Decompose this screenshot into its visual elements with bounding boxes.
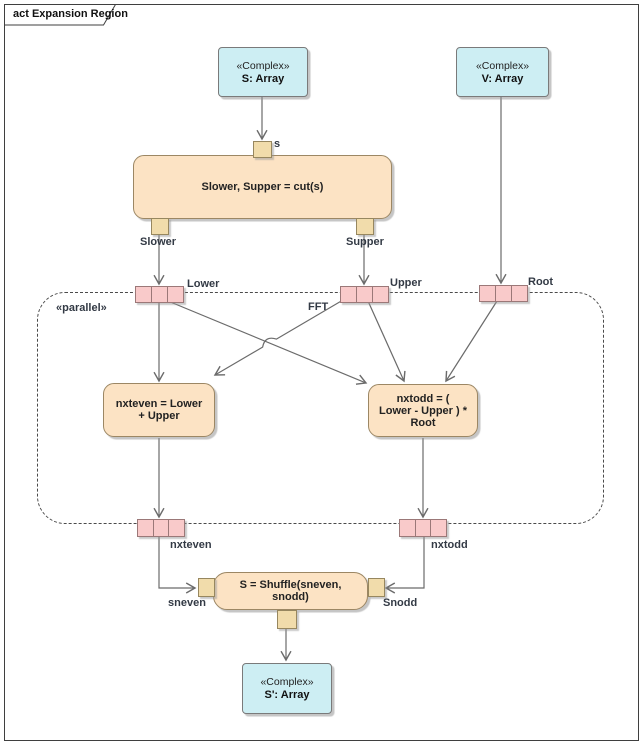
pin-supper[interactable] <box>356 218 374 235</box>
pin-sneven[interactable] <box>198 578 215 597</box>
node-upper-label: Upper <box>390 277 422 289</box>
object-node-sprime-array[interactable]: «Complex» S': Array <box>242 663 332 714</box>
pin-s-label: s <box>274 138 281 150</box>
node-nxteven-label: nxteven <box>170 539 212 551</box>
cell <box>414 520 432 536</box>
pin-snodd-label: Snodd <box>383 597 418 609</box>
node-root-label: Root <box>528 276 554 288</box>
cell <box>152 520 170 536</box>
cell <box>169 520 184 536</box>
cell <box>136 287 151 302</box>
expansion-node-nxtodd[interactable] <box>399 519 447 537</box>
object-node-s-array[interactable]: «Complex» S: Array <box>218 47 308 97</box>
object-name: S': Array <box>264 689 310 701</box>
pin-snodd[interactable] <box>368 578 385 597</box>
cell <box>151 287 168 302</box>
cell <box>356 287 373 302</box>
pin-slower-label: Slower <box>140 236 177 248</box>
diagram-frame <box>4 4 639 741</box>
action-label: S = Shuffle(sneven, snodd) <box>239 579 342 603</box>
cell <box>341 287 356 302</box>
object-node-v-array[interactable]: «Complex» V: Array <box>456 47 549 97</box>
node-nxtodd-label: nxtodd <box>431 539 468 551</box>
cell <box>138 520 153 536</box>
cell <box>480 286 495 301</box>
stereotype-label: «Complex» <box>260 676 314 688</box>
cell <box>431 520 446 536</box>
cell <box>400 520 415 536</box>
expansion-node-upper[interactable] <box>340 286 389 303</box>
cell <box>373 287 388 302</box>
frame-title: act Expansion Region <box>13 8 128 20</box>
pin-s[interactable] <box>253 141 272 158</box>
expansion-node-lower[interactable] <box>135 286 184 303</box>
action-shuffle[interactable]: S = Shuffle(sneven, snodd) <box>213 572 368 610</box>
object-name: S: Array <box>241 72 285 85</box>
edge-fft-label: FFT <box>308 301 329 313</box>
pin-slower[interactable] <box>151 218 169 235</box>
pin-sneven-label: sneven <box>168 597 206 609</box>
action-label: Slower, Supper = cut(s) <box>201 181 324 193</box>
action-nxtodd[interactable]: nxtodd = ( Lower - Upper ) * Root <box>368 384 478 437</box>
pin-supper-label: Supper <box>346 236 384 248</box>
action-cut[interactable]: Slower, Supper = cut(s) <box>133 155 392 219</box>
cell <box>512 286 527 301</box>
action-nxteven[interactable]: nxteven = Lower + Upper <box>103 383 215 437</box>
action-label: nxteven = Lower + Upper <box>115 398 203 422</box>
object-name: V: Array <box>481 72 524 85</box>
stereotype-label: «Complex» <box>236 59 290 72</box>
pin-shuffle-output[interactable] <box>277 610 297 629</box>
cell <box>168 287 183 302</box>
expansion-node-nxteven[interactable] <box>137 519 185 537</box>
stereotype-label: «Complex» <box>475 59 530 72</box>
action-label: nxtodd = ( Lower - Upper ) * Root <box>379 392 468 429</box>
region-stereotype-label: «parallel» <box>56 302 107 314</box>
expansion-node-root[interactable] <box>479 285 528 302</box>
node-lower-label: Lower <box>187 278 220 290</box>
cell <box>495 286 512 301</box>
parallel-expansion-region[interactable] <box>37 292 604 524</box>
